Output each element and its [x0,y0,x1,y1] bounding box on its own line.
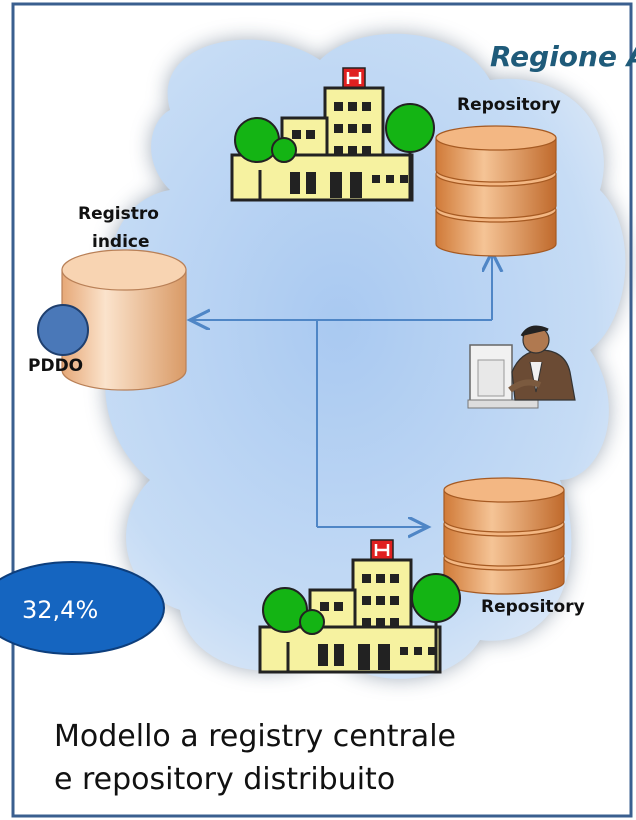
repository-bottom-database-icon [443,477,565,595]
region-label: Regione A [490,40,636,73]
registry-label-line1: Registro [78,204,159,224]
repository-bottom-label: Repository [481,597,585,617]
percent-badge: 32,4% [0,561,165,655]
percent-badge-text: 32,4% [22,596,98,624]
repository-top-label: Repository [457,95,561,115]
registry-label-line2: indice [92,232,150,252]
hospital-bottom-icon [258,539,461,674]
connector-lines [190,252,492,527]
pddo-node-icon [37,304,89,356]
hospital-top-icon [230,67,435,202]
computer-user-icon [467,325,576,409]
registry-database-icon [61,249,187,391]
caption-line2: e repository distribuito [54,762,395,797]
caption-line1: Modello a registry centrale [54,719,456,754]
pddo-label: PDDO [28,356,83,376]
repository-top-database-icon [435,125,557,257]
